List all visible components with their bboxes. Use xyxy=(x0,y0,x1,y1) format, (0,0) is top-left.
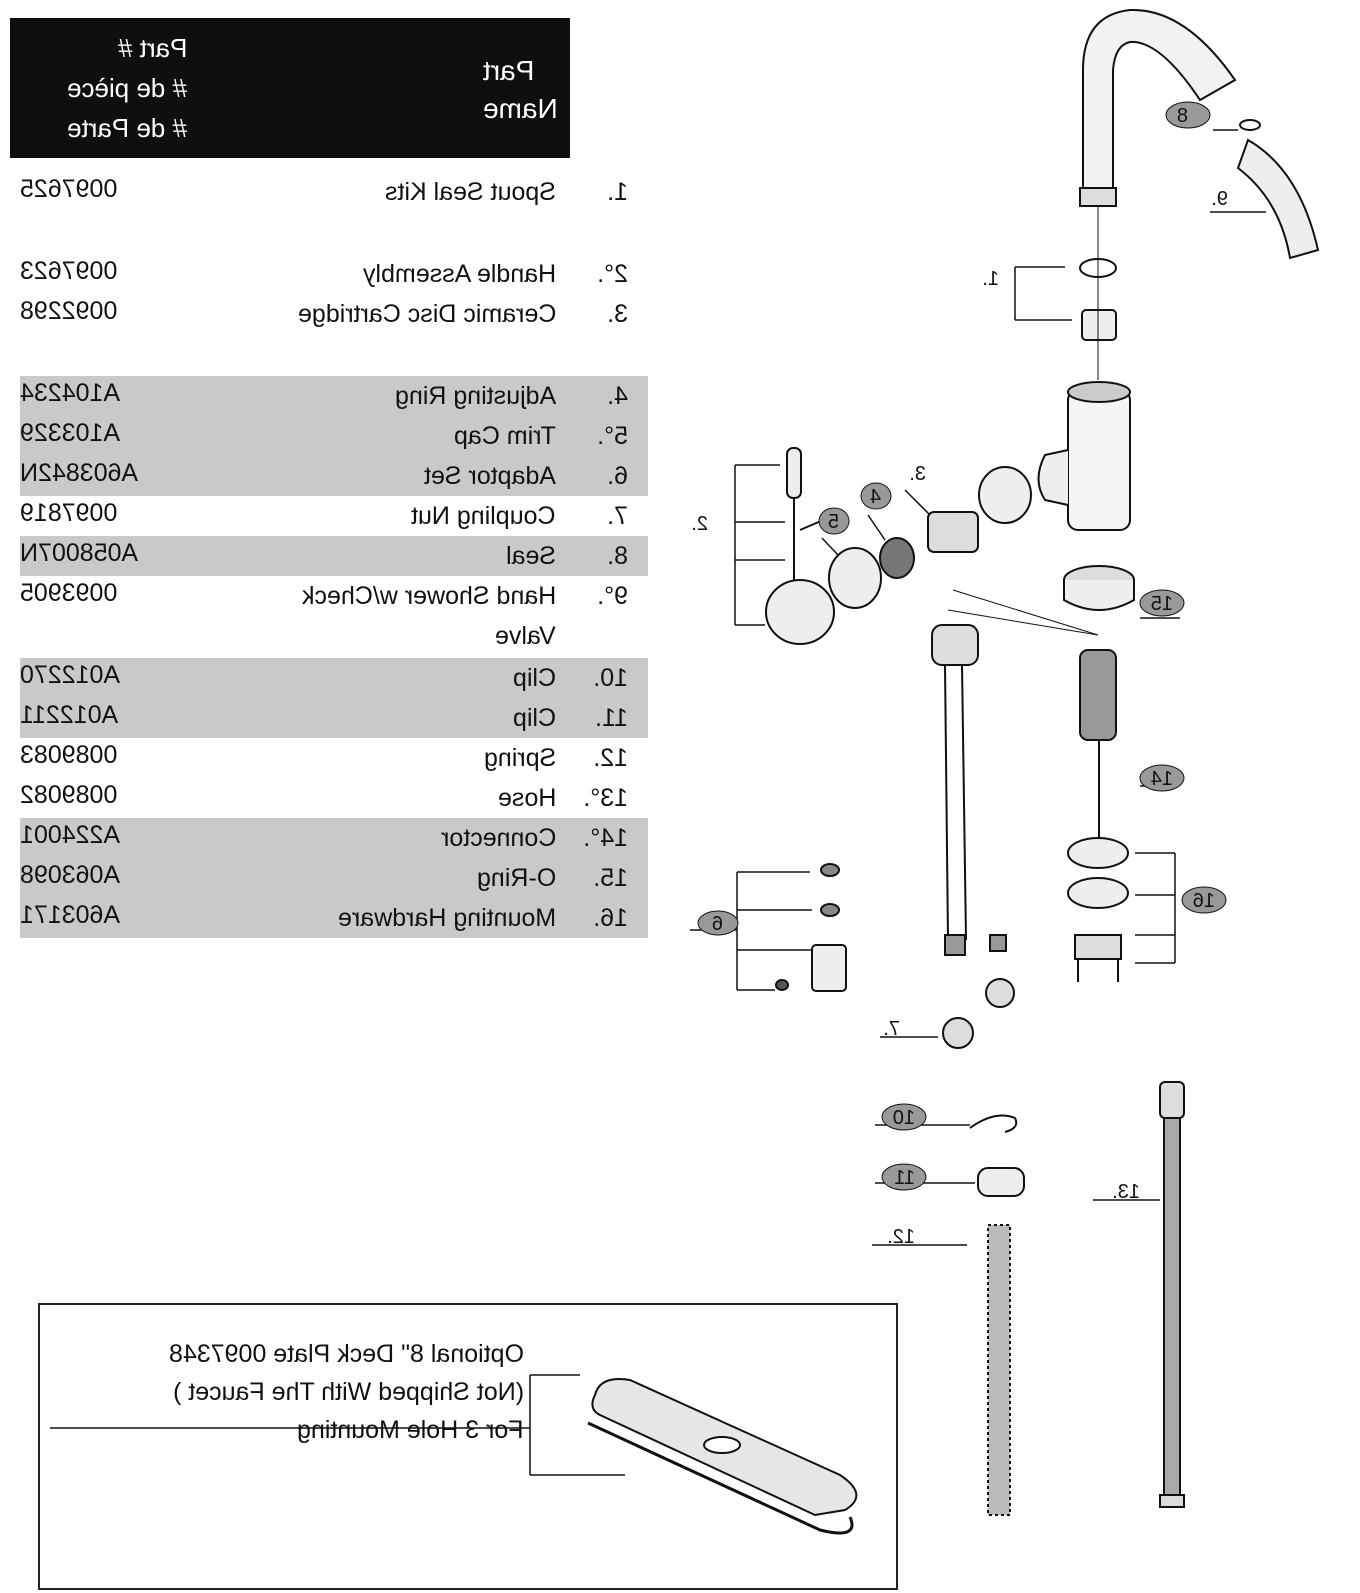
clip-10 xyxy=(969,1114,1018,1133)
cartridge xyxy=(927,511,979,553)
callout-16: 16 xyxy=(1193,890,1215,912)
callout-3: 3. xyxy=(909,463,926,485)
callout-10: 10 xyxy=(893,1107,915,1129)
hand-shower xyxy=(1236,138,1320,260)
diverter-housing xyxy=(931,624,979,666)
spout xyxy=(1082,8,1237,201)
callout-11: 11 xyxy=(894,1167,915,1189)
coupling-nut xyxy=(985,978,1015,1008)
table-row: A012270 Clip 10. xyxy=(20,658,648,698)
spout-seal-bushing xyxy=(1081,309,1117,341)
table-row: A104234 Adjusting Ring 4. xyxy=(20,376,648,416)
table-row: A603842N Adaptor Set 6. xyxy=(20,456,648,496)
callout-15: 15 xyxy=(1151,593,1173,615)
callout-4: 4 xyxy=(870,486,881,508)
table-row: A012211 Clip 11. xyxy=(20,698,648,738)
table-row: A063098 O-Ring 15. xyxy=(20,858,648,898)
table-header: Part # # de pièce # de Parte Part Name xyxy=(10,18,570,158)
deck-plate-drawing xyxy=(50,1374,858,1535)
table-row: A058007N Seal 8. xyxy=(20,536,648,576)
hand-shower-seal xyxy=(1239,119,1261,131)
callout-5: 5 xyxy=(828,511,839,533)
connector-part xyxy=(1079,649,1117,741)
callout-1: 1. xyxy=(982,268,999,290)
callout-8: 8 xyxy=(1177,105,1188,127)
callout-7: 7. xyxy=(883,1018,900,1040)
callout-12: 12. xyxy=(887,1226,915,1248)
hose-end xyxy=(1159,1081,1185,1119)
handle-lever xyxy=(786,447,802,499)
callout-9: 9. xyxy=(1211,188,1228,210)
mounting-washer-2 xyxy=(1067,877,1129,909)
callout-13: 13. xyxy=(1112,1181,1140,1203)
deck-plate-box: Optional 8" Deck Plate 0097348 (Not Ship… xyxy=(38,1303,898,1590)
mounting-bracket xyxy=(1074,934,1122,960)
adaptor-fitting xyxy=(811,944,847,992)
spring xyxy=(987,1224,1011,1516)
trim-cap-part xyxy=(828,547,882,609)
table-row: A603171 Mounting Hardware 16. xyxy=(20,898,648,938)
callout-2: 2. xyxy=(691,513,708,535)
hose xyxy=(1163,1117,1181,1504)
adjusting-ring-part xyxy=(978,466,1032,524)
body-side-port xyxy=(1037,449,1069,506)
handle-knob xyxy=(765,579,835,645)
callout-6: 6 xyxy=(712,913,723,935)
faucet-body xyxy=(1067,389,1131,531)
clip-11 xyxy=(977,1167,1025,1197)
mounting-washer-1 xyxy=(1067,837,1129,869)
table-row: A103329 Trim Cap 5°. xyxy=(20,416,648,456)
table-row: A224001 Connector 14°. xyxy=(20,818,648,858)
seal-ring xyxy=(879,537,915,579)
callout-14: 14 xyxy=(1151,768,1173,790)
spout-base xyxy=(1079,187,1117,207)
